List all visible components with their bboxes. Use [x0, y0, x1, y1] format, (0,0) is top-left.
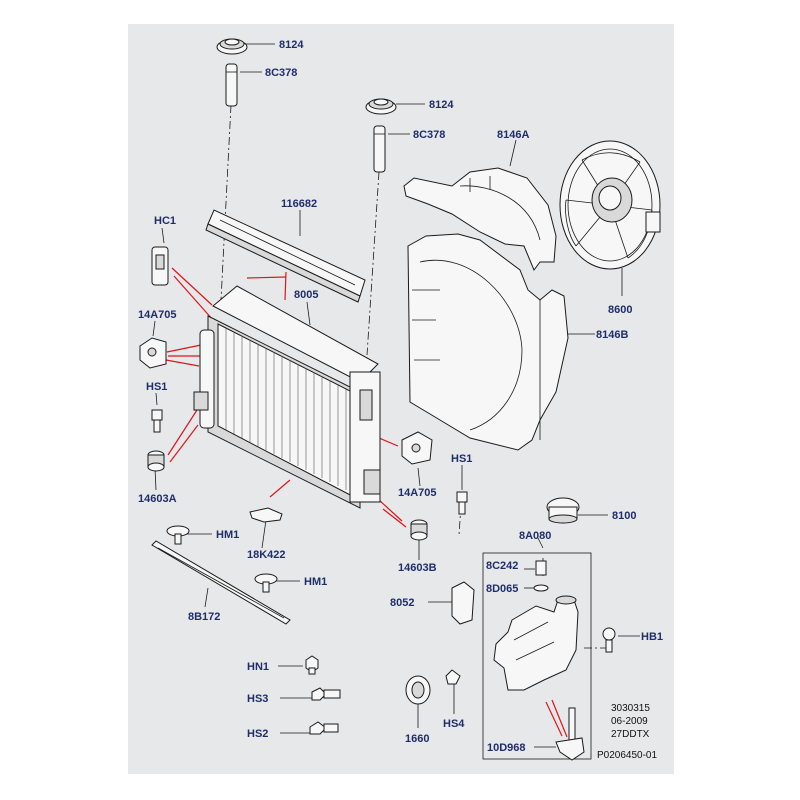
label-8146b[interactable]: 8146B: [596, 329, 628, 341]
leader-lines: [152, 43, 640, 760]
clip-hm1-b[interactable]: [254, 573, 278, 593]
insulator-14603a[interactable]: [147, 450, 165, 472]
reference-line-4: P0206450-01: [597, 750, 657, 761]
label-8005[interactable]: 8005: [294, 289, 318, 301]
hose-10d968[interactable]: [555, 707, 585, 761]
label-8124-top[interactable]: 8124: [279, 39, 304, 51]
mount-1660[interactable]: [405, 675, 431, 705]
hose-8c378-mid[interactable]: [373, 125, 386, 173]
bolt-hb1[interactable]: [602, 627, 616, 653]
bolt-hs3[interactable]: [311, 687, 341, 701]
label-8600[interactable]: 8600: [608, 304, 632, 316]
label-8d065[interactable]: 8D065: [486, 583, 518, 595]
label-hm1-a[interactable]: HM1: [216, 529, 239, 541]
hose-8c378-top[interactable]: [225, 63, 238, 107]
cap-8100[interactable]: [546, 497, 580, 524]
bracket-8052[interactable]: [451, 581, 475, 625]
label-14a705-left[interactable]: 14A705: [138, 309, 177, 321]
bracket-116682[interactable]: [205, 209, 366, 303]
insulator-14603b[interactable]: [410, 519, 428, 541]
label-116682[interactable]: 116682: [281, 198, 317, 210]
label-8146a[interactable]: 8146A: [497, 129, 529, 141]
oring-8d065[interactable]: [533, 584, 549, 592]
label-hs2[interactable]: HS2: [247, 728, 268, 740]
label-8124-mid[interactable]: 8124: [429, 99, 454, 111]
mount-14a705-left[interactable]: [139, 337, 167, 369]
label-18k422[interactable]: 18K422: [247, 549, 286, 561]
label-8100[interactable]: 8100: [612, 510, 636, 522]
radiator-8005[interactable]: [193, 285, 381, 509]
part-labels: 8124 8C378 8124 8C378 8146A 116682 HC1 8…: [138, 39, 663, 754]
bolt-hs2[interactable]: [309, 721, 339, 735]
tank-8a080[interactable]: [493, 595, 579, 691]
clip-hm1-a[interactable]: [166, 525, 190, 545]
label-8b172[interactable]: 8B172: [188, 611, 220, 623]
label-8052[interactable]: 8052: [390, 597, 414, 609]
shroud-8146b[interactable]: [407, 233, 569, 451]
label-10d968[interactable]: 10D968: [487, 742, 526, 754]
label-8c378-mid[interactable]: 8C378: [413, 129, 445, 141]
reference-block: 3030315 06-2009 27DDTX P0206450-01: [597, 703, 657, 761]
nut-hn1[interactable]: [305, 655, 319, 675]
fan-8600[interactable]: [559, 140, 661, 270]
clip-18k422[interactable]: [249, 507, 283, 523]
reference-line-2: 06-2009: [611, 716, 648, 727]
label-hc1[interactable]: HC1: [154, 215, 176, 227]
label-8a080[interactable]: 8A080: [519, 530, 551, 542]
label-8c378-top[interactable]: 8C378: [265, 67, 297, 79]
label-hs4[interactable]: HS4: [443, 718, 465, 730]
sensor-8c242[interactable]: [535, 560, 547, 576]
label-hm1-b[interactable]: HM1: [304, 576, 327, 588]
label-hs1-right[interactable]: HS1: [451, 453, 472, 465]
shroud-8146a[interactable]: [403, 167, 557, 271]
cap-8124-mid[interactable]: [365, 98, 397, 115]
label-14603b[interactable]: 14603B: [398, 562, 437, 574]
label-14a705-right[interactable]: 14A705: [398, 487, 437, 499]
label-hn1[interactable]: HN1: [247, 661, 269, 673]
mount-14a705-right[interactable]: [401, 431, 433, 465]
bolt-hs1-left[interactable]: [151, 409, 163, 433]
label-hb1[interactable]: HB1: [641, 631, 663, 643]
label-8c242[interactable]: 8C242: [486, 560, 518, 572]
bolt-hs4[interactable]: [445, 669, 461, 685]
label-hs3[interactable]: HS3: [247, 693, 268, 705]
cap-8124-top[interactable]: [216, 38, 248, 55]
reference-line-1: 3030315: [611, 703, 650, 714]
reference-line-3: 27DDTX: [611, 729, 650, 740]
deflector-8b172[interactable]: [151, 540, 291, 625]
label-hs1-left[interactable]: HS1: [146, 381, 167, 393]
label-1660[interactable]: 1660: [405, 733, 429, 745]
label-14603a[interactable]: 14603A: [138, 493, 177, 505]
bolt-hs1-right[interactable]: [456, 491, 468, 515]
clip-hc1[interactable]: [151, 246, 169, 286]
